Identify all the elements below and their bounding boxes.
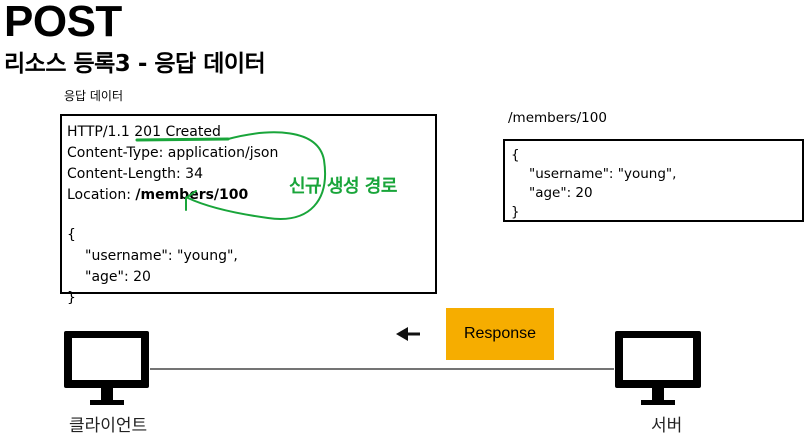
body-close-brace: } xyxy=(67,290,76,306)
status-code: 201 Created xyxy=(134,124,221,140)
content-length-header: Content-Length: 34 xyxy=(67,166,204,182)
server-label: 서버 xyxy=(651,416,683,436)
status-line: HTTP/1.1 201 Created xyxy=(67,122,435,143)
status-line-prefix: HTTP/1.1 xyxy=(67,124,135,140)
annotation-arrowhead xyxy=(185,190,197,211)
response-button: Response xyxy=(446,308,554,360)
location-key: Location: xyxy=(67,187,136,203)
resource-open-brace: { xyxy=(511,147,520,163)
content-type-header: Content-Type: application/json xyxy=(67,145,279,161)
server-monitor-icon xyxy=(615,331,701,405)
client-label: 클라이언트 xyxy=(69,416,148,436)
response-data-label: 응답 데이터 xyxy=(64,89,124,103)
body-username: "username": "young", xyxy=(85,248,238,264)
resource-username: "username": "young", xyxy=(529,166,677,182)
http-response-box: HTTP/1.1 201 Created Content-Type: appli… xyxy=(60,114,437,306)
resource-box: { "username": "young", "age": 20 } xyxy=(503,139,804,222)
page-title: POST xyxy=(4,0,122,46)
body-age: "age": 20 xyxy=(85,269,151,285)
status-underline xyxy=(135,137,230,142)
annotation-loop xyxy=(187,131,326,220)
body-open-brace: { xyxy=(67,227,76,243)
page-subtitle: 리소스 등록3 - 응답 데이터 xyxy=(4,51,266,77)
resource-path: /members/100 xyxy=(508,110,607,126)
client-monitor-icon xyxy=(64,331,149,405)
resource-close-brace: } xyxy=(511,204,520,220)
resource-age: "age": 20 xyxy=(529,185,593,201)
left-arrow-icon xyxy=(396,327,420,341)
new-resource-path-annotation: 신규 생성 경로 xyxy=(289,176,397,197)
